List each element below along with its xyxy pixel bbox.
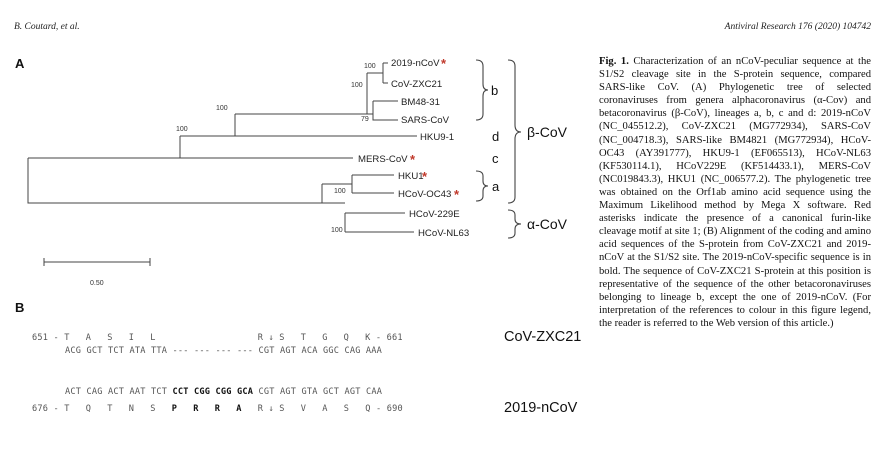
ncov-nucleotides: ACT CAG ACT AAT TCT CCT CGG CGG GCA CGT … xyxy=(65,387,382,397)
panel-b-label: B xyxy=(15,300,25,315)
asterisk-hku1: * xyxy=(422,169,428,184)
bootstrap-lineage-a: 100 xyxy=(334,188,346,195)
lineage-b-label: b xyxy=(491,83,498,98)
taxon-hcov-oc43: HCoV-OC43 xyxy=(398,189,451,200)
lineage-a-label: a xyxy=(492,179,500,194)
taxon-2019-ncov: 2019-nCoV xyxy=(391,58,440,69)
bootstrap-beta: 100 xyxy=(176,126,188,133)
ncov-aa-prefix: 676 - T Q T N S xyxy=(32,404,172,414)
taxon-hcov-229e: HCoV-229E xyxy=(409,209,460,220)
lineage-braces xyxy=(475,59,522,239)
tree-branch-beta-upper xyxy=(180,135,353,159)
phylogenetic-tree: 2019-nCoV CoV-ZXC21 BM48-31 SARS-CoV HKU… xyxy=(27,56,568,287)
ncov-aa-suffix: R ↓ S V A S Q - 690 xyxy=(241,404,403,414)
caption-label: Fig. 1. xyxy=(599,56,629,67)
lineage-d-label: d xyxy=(492,129,499,144)
asterisk-mers-cov: * xyxy=(410,152,416,167)
figure-caption: Fig. 1. Characterization of an nCoV-pecu… xyxy=(599,55,871,330)
running-head-journal: Antiviral Research 176 (2020) 104742 xyxy=(724,22,871,32)
caption-text: Characterization of an nCoV-peculiar seq… xyxy=(599,56,871,329)
bootstrap-alpha: 100 xyxy=(331,227,343,234)
ncov-nt-suffix: CGT AGT GTA GCT AGT CAA xyxy=(253,387,383,397)
group-beta-cov-label: β-CoV xyxy=(527,124,568,140)
taxon-cov-zxc21: CoV-ZXC21 xyxy=(391,79,442,90)
asterisk-2019-ncov: * xyxy=(441,56,447,71)
taxon-bm48-31: BM48-31 xyxy=(401,97,440,108)
bootstrap-ncov-zxc21: 100 xyxy=(364,63,376,70)
ncov-nt-insertion: CCT CGG CGG GCA xyxy=(172,387,254,397)
taxon-hcov-nl63: HCoV-NL63 xyxy=(418,228,469,239)
seq-name-2019-ncov: 2019-nCoV xyxy=(504,400,578,416)
ncov-aa-insertion: P R R A xyxy=(171,404,242,414)
running-head-authors: B. Coutard, et al. xyxy=(14,22,80,32)
brace-alpha xyxy=(507,209,522,239)
ncov-amino-acids: 676 - T Q T N S P R R A R ↓ S V A S Q - … xyxy=(32,404,403,414)
seq-name-zxc21: CoV-ZXC21 xyxy=(504,329,582,345)
scale-bar-label: 0.50 xyxy=(90,280,104,287)
tree-branch-lineage-a xyxy=(321,174,394,203)
taxon-hku9-1: HKU9-1 xyxy=(420,132,454,143)
group-alpha-cov-label: α-CoV xyxy=(527,216,568,232)
tree-branch-bm48-sars xyxy=(372,100,398,121)
tree-branch-alpha xyxy=(322,202,414,233)
zxc21-amino-acids: 651 - T A S I L R ↓ S T G Q K - 661 xyxy=(32,333,403,343)
tree-node-b xyxy=(366,73,373,115)
brace-lineage-b xyxy=(475,59,489,121)
bootstrap-bm48-sars: 79 xyxy=(361,116,369,123)
tree-branch-sars-group xyxy=(234,114,417,137)
taxon-hku1: HKU1 xyxy=(398,171,424,182)
zxc21-nucleotides: ACG GCT TCT ATA TTA --- --- --- --- CGT … xyxy=(65,346,383,356)
tree-root-branches xyxy=(27,157,322,204)
taxon-mers-cov: MERS-CoV xyxy=(358,154,408,165)
asterisk-hcov-oc43: * xyxy=(454,187,460,202)
bootstrap-sars-group: 100 xyxy=(216,105,228,112)
bootstrap-lineage-b: 100 xyxy=(351,82,363,89)
scale-bar xyxy=(43,258,151,266)
brace-beta xyxy=(507,59,522,204)
panel-a-label: A xyxy=(15,56,25,71)
brace-lineage-a xyxy=(475,170,489,202)
lineage-c-label: c xyxy=(492,151,499,166)
tree-branch-ncov-zxc21 xyxy=(367,62,388,84)
ncov-nt-prefix: ACT CAG ACT AAT TCT xyxy=(65,387,173,397)
taxon-sars-cov: SARS-CoV xyxy=(401,115,450,126)
